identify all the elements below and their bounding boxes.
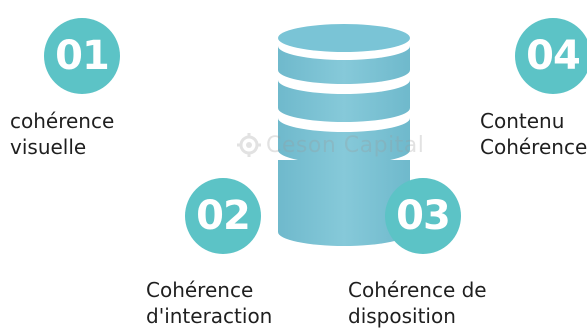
- step-01-label: cohérence visuelle: [10, 108, 114, 160]
- step-04-badge: 04: [515, 18, 587, 94]
- step-01-label-line-1: cohérence: [10, 109, 115, 133]
- cylinder-top: [278, 24, 410, 52]
- step-04-label-line-1: Contenu: [480, 109, 565, 133]
- gear-icon: [237, 133, 261, 157]
- step-04-label: Contenu Cohérence: [480, 108, 587, 160]
- step-01-badge: 01: [44, 18, 120, 94]
- step-03-label-line-2: disposition: [348, 304, 456, 328]
- step-01-label-line-2: visuelle: [10, 135, 87, 159]
- step-02-label-line-1: Cohérence: [146, 278, 254, 302]
- cylinder-body: [278, 160, 410, 246]
- watermark: Ceson Capital: [236, 132, 424, 158]
- step-03-label: Cohérence de disposition: [348, 277, 487, 329]
- step-02-label: Cohérence d'interaction: [146, 277, 272, 329]
- cylinder-segment: [278, 46, 410, 84]
- step-03-label-line-1: Cohérence de: [348, 278, 487, 302]
- step-02-badge: 02: [185, 178, 261, 254]
- cylinder-segment: [278, 80, 410, 122]
- cylinder-segment: [278, 118, 410, 164]
- watermark-text: Ceson Capital: [266, 132, 425, 158]
- step-03-badge: 03: [385, 178, 461, 254]
- step-02-label-line-2: d'interaction: [146, 304, 273, 328]
- step-04-label-line-2: Cohérence: [480, 135, 587, 159]
